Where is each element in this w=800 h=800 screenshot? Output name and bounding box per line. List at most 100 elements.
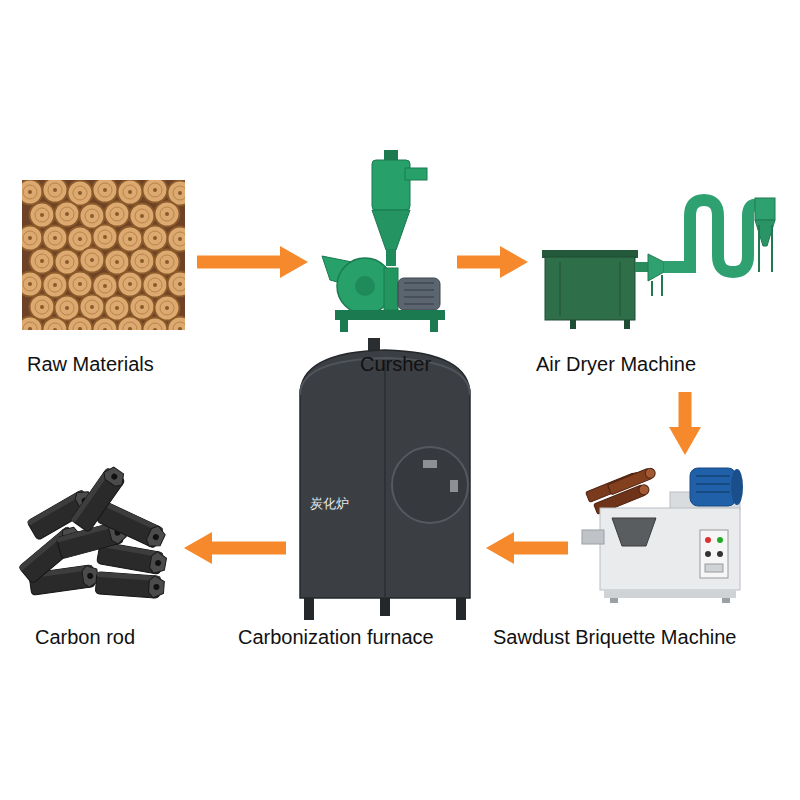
arrow-head [280, 246, 308, 278]
log-pile-part [93, 180, 118, 203]
briquette-machine-part [607, 466, 657, 495]
step-label: Sawdust Briquette Machine [493, 625, 736, 649]
log-pile-part [55, 202, 80, 227]
crusher-machine-part [404, 282, 434, 284]
log-pile-part [43, 273, 68, 298]
step-label: Cursher [360, 352, 431, 376]
carbonization-furnace-part [300, 350, 470, 598]
log-pile-part [22, 226, 43, 251]
log-pile-part [68, 272, 93, 297]
process-step: Carbon rod [20, 475, 172, 655]
log-pile-part [93, 318, 118, 331]
briquette-machine-part [700, 530, 728, 578]
briquette-machine-part [696, 483, 730, 485]
air-dryer-machine-part [755, 198, 775, 220]
log-pile-part [118, 180, 143, 205]
flow-arrow [486, 532, 568, 564]
log-pile [22, 180, 185, 330]
crusher-machine-part [405, 168, 427, 180]
briquette-machine-part-part [644, 467, 657, 480]
flow-arrow [457, 246, 528, 278]
log-pile-part [155, 202, 180, 227]
log-pile-part [155, 250, 180, 275]
flow-arrow [197, 246, 308, 278]
log-pile-part [118, 272, 143, 297]
carbonization-furnace-part [380, 598, 390, 616]
briquette-machine-part [717, 537, 723, 543]
arrow-shaft [513, 542, 568, 555]
log-pile-part [105, 202, 130, 227]
crusher-machine [322, 150, 445, 332]
process-step: Sawdust Briquette Machine [580, 462, 745, 655]
log-pile-part [168, 227, 186, 252]
log-pile-part [93, 225, 118, 250]
carbonization-furnace-part [304, 598, 314, 620]
log-pile-part [55, 250, 80, 275]
charcoal-briquettes-part [96, 502, 167, 551]
log-pile-part [80, 295, 105, 320]
briquette-machine [582, 466, 743, 603]
arrow-head [669, 427, 701, 455]
carbonization-furnace-part [384, 360, 386, 598]
arrow-shaft [211, 542, 286, 555]
carbonization-furnace-part [450, 480, 458, 492]
log-pile-part [168, 272, 186, 297]
log-pile-part [130, 295, 155, 320]
arrow-shaft [197, 256, 281, 269]
crusher-machine-part [398, 278, 440, 310]
briquette-machine-part [582, 530, 604, 544]
step-label: Air Dryer Machine [536, 352, 696, 376]
log-pile-part [118, 227, 143, 252]
log-pile-part [30, 203, 55, 228]
log-pile-part [143, 273, 168, 298]
log-pile-part [105, 250, 130, 275]
air-dryer-machine-part [758, 225, 760, 272]
log-pile-part [143, 180, 168, 203]
crusher-machine-part [355, 276, 375, 296]
briquette-machine-part [731, 469, 743, 505]
step-label: Raw Materials [27, 352, 154, 376]
crusher-machine-part [384, 268, 398, 310]
air-dryer-machine-part [661, 275, 663, 296]
log-pile-part [43, 180, 68, 203]
crusher-machine-part [335, 310, 445, 320]
charcoal-briquettes-part [95, 572, 164, 599]
air-dryer-machine-part [771, 225, 773, 272]
crusher-machine-part [404, 303, 434, 305]
log-pile-part [30, 295, 55, 320]
briquette-machine-part [600, 508, 740, 590]
log-pile-part [30, 249, 55, 274]
carbonization-furnace-part [456, 598, 466, 620]
crusher-machine-part [372, 160, 410, 210]
log-pile-part [143, 226, 168, 251]
briquette-machine-part [604, 590, 736, 598]
carbonization-furnace-part [423, 460, 437, 468]
briquette-machine-part [696, 475, 730, 477]
air-dryer-machine [542, 198, 775, 329]
machine-marking: 炭化炉 [310, 496, 349, 512]
briquette-machine-part [722, 598, 730, 603]
air-dryer-machine-part [570, 320, 576, 329]
charcoal-briquettes-part [71, 464, 128, 532]
carbonization-furnace [300, 338, 470, 620]
briquette-machine-part [610, 598, 618, 603]
crusher-machine-part [430, 320, 438, 332]
crusher-machine-part [372, 210, 410, 250]
arrow-head [500, 246, 528, 278]
crusher-machine-part [404, 296, 434, 298]
air-dryer-machine-part [664, 200, 758, 272]
log-pile-part [68, 317, 93, 331]
step-label: Carbon rod [35, 625, 135, 649]
crusher-machine-part [386, 250, 396, 266]
air-dryer-machine-part [624, 320, 630, 329]
log-pile-part [43, 318, 68, 331]
air-dryer-machine-part [559, 262, 561, 316]
log-pile-part [80, 248, 105, 273]
log-pile-part [43, 226, 68, 251]
briquette-machine-part-part [637, 483, 650, 496]
briquette-machine-part [612, 518, 656, 546]
step-label: Carbonization furnace [238, 625, 434, 649]
arrow-shaft [457, 256, 501, 269]
